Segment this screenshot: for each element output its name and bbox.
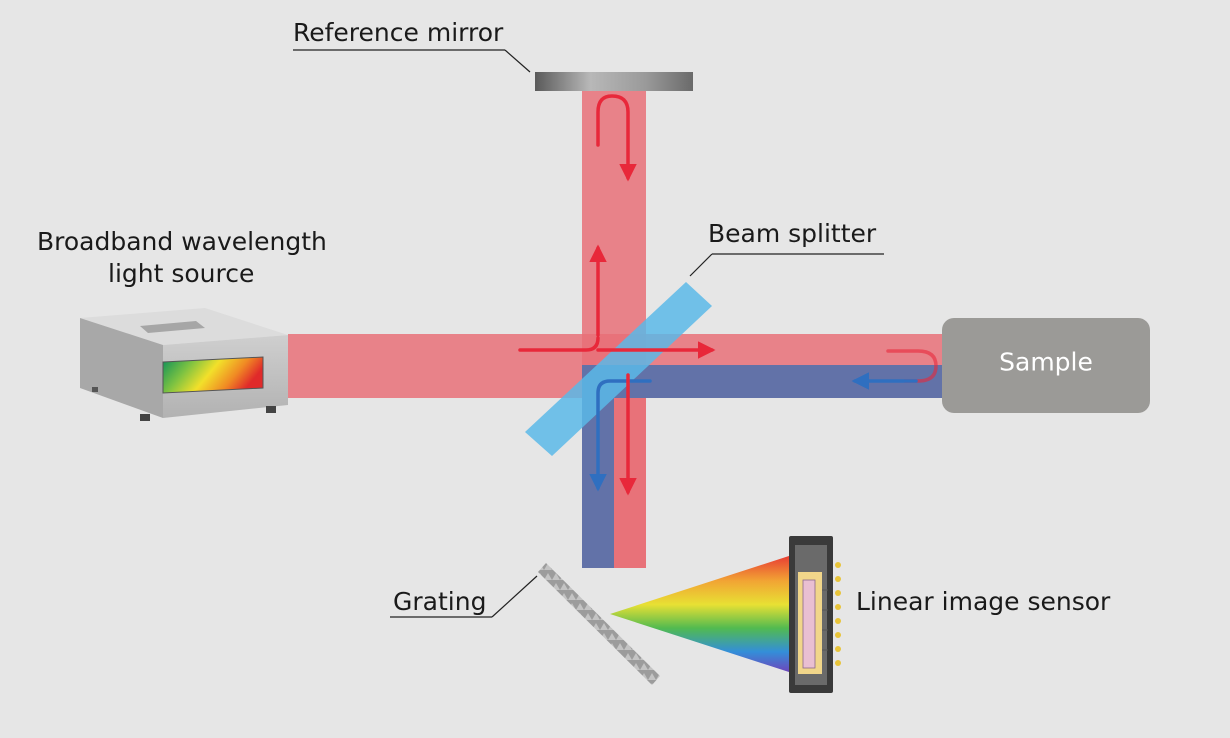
light-source-label-line2: light source (108, 259, 255, 288)
beam-splitter (525, 253, 884, 456)
beam-splitter-label: Beam splitter (708, 219, 877, 248)
light-source (80, 308, 288, 421)
light-source-label-line1: Broadband wavelength (37, 227, 327, 256)
linear-image-sensor (789, 536, 841, 693)
blue-down-arrow (589, 379, 652, 492)
light-arrows (518, 94, 938, 496)
sample-label: Sample (999, 347, 1093, 377)
grating (390, 563, 660, 685)
red-sample-reflect (886, 349, 938, 383)
reference-mirror (293, 49, 693, 91)
red-beam-lower (614, 398, 646, 568)
reference-mirror-label: Reference mirror (293, 18, 504, 47)
red-reflect-arrow (596, 94, 637, 182)
sample-box (942, 318, 1150, 413)
beam-paths (288, 90, 958, 568)
red-turn-arrow (518, 336, 600, 352)
grating-label: Grating (393, 587, 487, 616)
spectrum-fan (610, 555, 792, 673)
sensor-label: Linear image sensor (856, 587, 1111, 616)
